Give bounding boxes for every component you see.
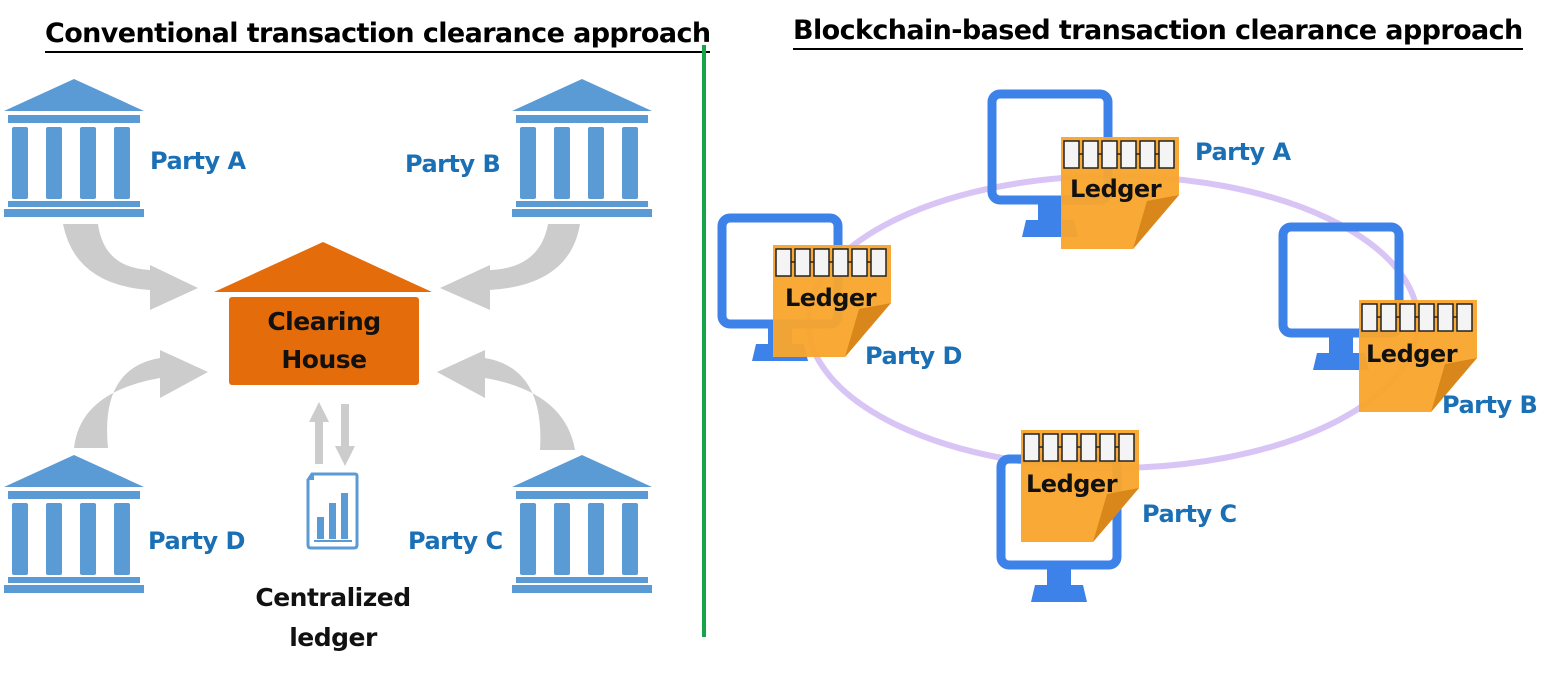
node-party-c-label: Party C	[1142, 500, 1237, 528]
ledger-label-party-d: Ledger	[785, 284, 877, 312]
arrow-c-to-clearing	[437, 350, 575, 450]
arrow-d-to-clearing	[74, 350, 208, 448]
clearing-house-line1: Clearing	[267, 307, 381, 336]
clearing-house-label: Clearing House	[230, 298, 418, 384]
document-bar-chart-icon	[306, 472, 359, 550]
party-d-label: Party D	[148, 527, 245, 555]
arrow-b-to-clearing	[440, 224, 580, 310]
ledger-sync-arrows	[309, 402, 355, 466]
node-party-a-label: Party A	[1195, 138, 1291, 166]
node-party-b-label: Party B	[1442, 391, 1538, 419]
node-party-d-label: Party D	[865, 342, 962, 370]
centralized-ledger-line2: ledger	[289, 623, 377, 652]
centralized-ledger-line1: Centralized	[255, 583, 411, 612]
party-b-label: Party B	[405, 150, 501, 178]
ledger-label-party-c: Ledger	[1026, 470, 1118, 498]
ledger-label-party-a: Ledger	[1070, 175, 1162, 203]
centralized-ledger-label: Centralized ledger	[238, 578, 428, 658]
party-a-label: Party A	[150, 147, 246, 175]
clearing-house-icon	[214, 242, 432, 385]
ledger-label-party-b: Ledger	[1366, 340, 1458, 368]
blockchain-title: Blockchain-based transaction clearance a…	[793, 14, 1523, 50]
panel-divider	[702, 45, 706, 637]
arrow-a-to-clearing	[63, 224, 198, 310]
party-c-label: Party C	[408, 527, 503, 555]
conventional-title: Conventional transaction clearance appro…	[45, 17, 711, 53]
clearing-house-line2: House	[281, 345, 367, 374]
